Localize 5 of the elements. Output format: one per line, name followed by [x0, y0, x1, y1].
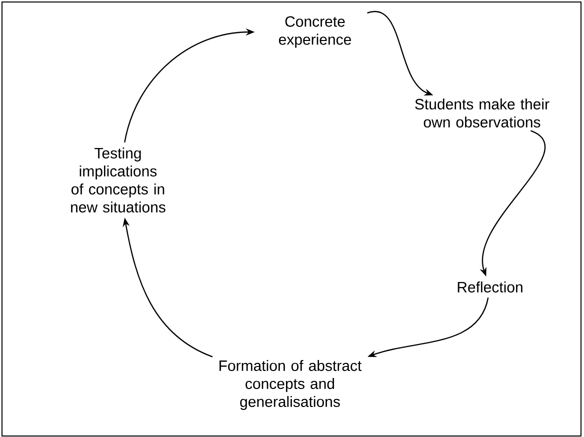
cycle-stage: Reflection — [458, 282, 522, 292]
cycle-stage: Testing implications of concepts in new situations — [71, 148, 166, 212]
cycle-stage: Formation of abstract concepts and generalisations — [220, 360, 362, 410]
cycle-stage: Students make their own observations — [415, 98, 550, 128]
cycle-stage: Concrete experience — [278, 16, 351, 48]
